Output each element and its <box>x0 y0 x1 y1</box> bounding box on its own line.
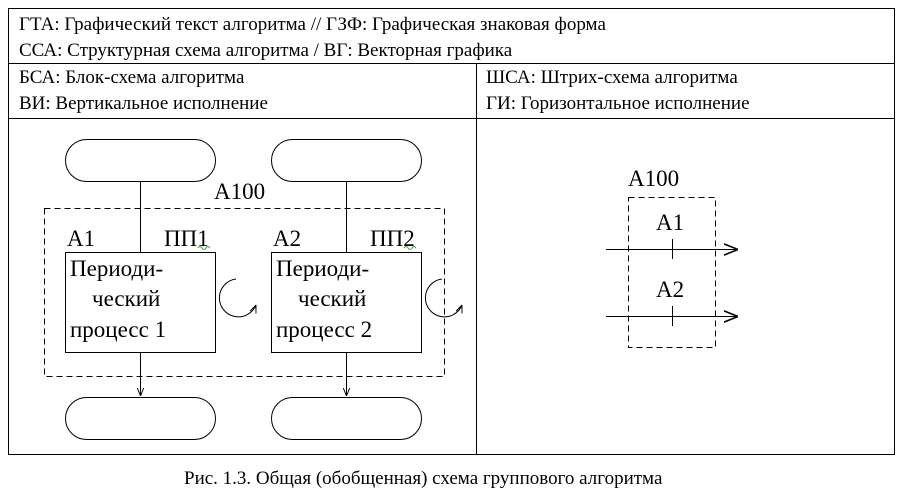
flowchart <box>44 139 463 440</box>
terminator-bottom-1 <box>65 397 216 440</box>
block2-subprocess: ПП2 <box>370 226 415 251</box>
block1-text-line3: процесс 1 <box>70 317 166 342</box>
group-label-left: А100 <box>214 179 265 204</box>
header-row1-line2: ССА: Структурная схема алгоритма / ВГ: В… <box>19 40 513 61</box>
block2-text-line2: ческий <box>298 286 366 311</box>
block1-subprocess: ПП1 <box>164 226 209 251</box>
process-block-2 <box>271 252 422 353</box>
figure-caption: Рис. 1.3. Общая (обобщенная) схема групп… <box>184 468 663 489</box>
group-label-right: А100 <box>628 166 679 191</box>
squiggle-pp2 <box>403 246 417 250</box>
group-boundary <box>44 208 445 377</box>
block2-id: А2 <box>273 226 301 251</box>
terminator-top-1 <box>65 139 216 182</box>
squiggle-pp1 <box>197 246 211 250</box>
process-block-1 <box>65 252 216 353</box>
block2-text-line3: процесс 2 <box>276 317 372 342</box>
block1-text-line1: Периоди- <box>70 256 163 281</box>
header-left-line1: БСА: Блок-схема алгоритма <box>19 67 245 88</box>
stroke-label-1: А1 <box>656 210 684 235</box>
block1-id: А1 <box>67 226 95 251</box>
header-right-line1: ШСА: Штрих-схема алгоритма <box>486 67 738 88</box>
block1-text-line2: ческий <box>92 286 160 311</box>
loop-arrow-2 <box>424 278 462 318</box>
terminator-top-2 <box>271 139 422 182</box>
stroke-group-boundary <box>628 197 716 348</box>
loop-arrow-1 <box>218 278 256 318</box>
table-frame <box>8 8 895 455</box>
block2-text-line1: Периоди- <box>276 256 369 281</box>
header-right-line2: ГИ: Горизонтальное исполнение <box>486 93 750 114</box>
stroke-chart <box>606 197 738 348</box>
header-row1-line1: ГТА: Графический текст алгоритма // ГЗФ:… <box>19 14 606 35</box>
terminator-bottom-2 <box>271 397 422 440</box>
header-left-line2: ВИ: Вертикальное исполнение <box>19 93 268 114</box>
stroke-label-2: А2 <box>656 277 684 302</box>
